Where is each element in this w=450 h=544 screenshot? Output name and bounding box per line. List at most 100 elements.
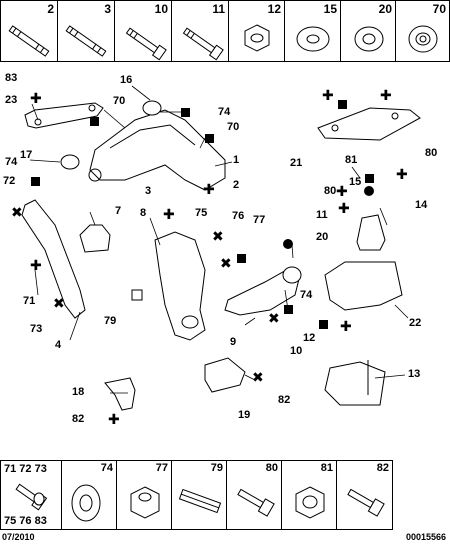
callout-3[interactable]: 3	[145, 185, 152, 197]
callout-12[interactable]: 12	[303, 332, 316, 344]
svg-text:✚: ✚	[336, 184, 348, 200]
callout-79[interactable]: 79	[104, 315, 117, 327]
callout-9[interactable]: 9	[230, 336, 237, 348]
part-number: 2	[47, 2, 54, 16]
svg-text:✖: ✖	[268, 311, 280, 327]
callout-20[interactable]: 20	[316, 231, 329, 243]
svg-text:✚: ✚	[322, 88, 334, 104]
part-cell-15[interactable]: 15	[284, 0, 341, 62]
callout-13[interactable]: 13	[408, 368, 421, 380]
callout-81[interactable]: 81	[345, 154, 358, 166]
part-cell-80[interactable]: 80	[226, 460, 282, 530]
svg-text:✚: ✚	[30, 91, 42, 107]
part-number: 70	[432, 2, 446, 16]
washer-icon	[354, 26, 384, 52]
part-number: 80	[265, 462, 278, 474]
callout-22[interactable]: 22	[409, 317, 422, 329]
bolt-icon	[347, 488, 385, 517]
callout-10[interactable]: 10	[290, 345, 303, 357]
svg-text:✚: ✚	[203, 182, 215, 198]
svg-text:✚: ✚	[338, 201, 350, 217]
svg-text:✚: ✚	[108, 412, 120, 428]
callout-74[interactable]: 74	[5, 156, 18, 168]
washer-icon	[71, 484, 101, 522]
part-number: 3	[104, 2, 111, 16]
part-number: 77	[155, 462, 168, 474]
part-cell-70[interactable]: 70	[395, 0, 450, 62]
callout-74[interactable]: 74	[300, 289, 313, 301]
part-number: 10	[154, 2, 168, 16]
callout-76[interactable]: 76	[232, 210, 245, 222]
part-cell-82[interactable]: 82	[336, 460, 393, 530]
svg-text:✚: ✚	[30, 258, 42, 274]
svg-text:✖: ✖	[53, 296, 65, 312]
part-number: 20	[378, 2, 392, 16]
part-number-top: 71 72 73	[4, 463, 47, 475]
svg-text:✚: ✚	[340, 319, 352, 335]
callout-23[interactable]: 23	[5, 94, 18, 106]
washer-icon	[296, 26, 330, 52]
callout-19[interactable]: 19	[238, 409, 251, 421]
callout-71[interactable]: 71	[23, 295, 36, 307]
part-cell-77[interactable]: 77	[116, 460, 172, 530]
callout-75[interactable]: 75	[195, 207, 208, 219]
callout-1[interactable]: 1	[233, 154, 240, 166]
part-number-bottom: 75 76 83	[4, 515, 47, 527]
callout-82[interactable]: 82	[72, 413, 85, 425]
footer-reference: 00015566	[405, 532, 446, 542]
part-cell-3[interactable]: 3	[57, 0, 115, 62]
part-cell-81[interactable]: 81	[281, 460, 337, 530]
bolt-icon	[182, 27, 224, 61]
part-cell-10[interactable]: 10	[114, 0, 172, 62]
svg-text:✚: ✚	[163, 207, 175, 223]
part-cell-71-72-73[interactable]: 71 72 73 75 76 83	[0, 460, 62, 530]
bolt-icon	[237, 488, 275, 517]
callout-18[interactable]: 18	[72, 386, 85, 398]
callout-74[interactable]: 74	[218, 106, 231, 118]
svg-text:✖: ✖	[252, 370, 264, 386]
callout-2[interactable]: 2	[233, 179, 240, 191]
callout-82[interactable]: 82	[278, 394, 291, 406]
part-cell-20[interactable]: 20	[340, 0, 396, 62]
callout-11[interactable]: 11	[316, 209, 328, 221]
part-cell-12[interactable]: 12	[228, 0, 285, 62]
bolt-icon	[125, 27, 167, 61]
callout-73[interactable]: 73	[30, 323, 43, 335]
part-number: 15	[323, 2, 337, 16]
callout-70[interactable]: 70	[227, 121, 240, 133]
footer-date: 07/2010	[2, 532, 35, 542]
svg-text:✖: ✖	[212, 229, 224, 245]
callout-72[interactable]: 72	[3, 175, 16, 187]
exploded-diagram: ✚✚✚ ✚✚✖ ✖✚✚ ✚✖✖ ✚✖✚ ✖✚	[11, 85, 421, 428]
svg-text:✚: ✚	[380, 88, 392, 104]
callout-21[interactable]: 21	[290, 157, 303, 169]
callout-7[interactable]: 7	[115, 205, 122, 217]
nut-icon	[244, 24, 270, 52]
callout-80[interactable]: 80	[324, 185, 337, 197]
part-cell-74[interactable]: 74	[61, 460, 117, 530]
part-number: 74	[100, 462, 113, 474]
callout-15[interactable]: 15	[349, 176, 362, 188]
part-number: 81	[320, 462, 333, 474]
callout-83[interactable]: 83	[5, 72, 18, 84]
callout-77[interactable]: 77	[253, 214, 266, 226]
part-number: 11	[212, 2, 225, 16]
callout-16[interactable]: 16	[120, 74, 133, 86]
callout-80[interactable]: 80	[425, 147, 438, 159]
svg-text:✖: ✖	[220, 256, 232, 272]
nut-icon	[130, 486, 160, 519]
part-cell-11[interactable]: 11	[171, 0, 229, 62]
part-number: 79	[210, 462, 223, 474]
callout-70[interactable]: 70	[113, 95, 126, 107]
nut-icon	[408, 25, 438, 53]
svg-text:✚: ✚	[396, 167, 408, 183]
part-number: 12	[267, 2, 281, 16]
callout-14[interactable]: 14	[415, 199, 428, 211]
part-cell-2[interactable]: 2	[0, 0, 58, 62]
pin-icon	[178, 488, 222, 514]
part-cell-79[interactable]: 79	[171, 460, 227, 530]
bolt-washer-icon	[15, 483, 48, 511]
callout-17[interactable]: 17	[20, 149, 33, 161]
callout-8[interactable]: 8	[140, 207, 147, 219]
callout-4[interactable]: 4	[55, 339, 62, 351]
